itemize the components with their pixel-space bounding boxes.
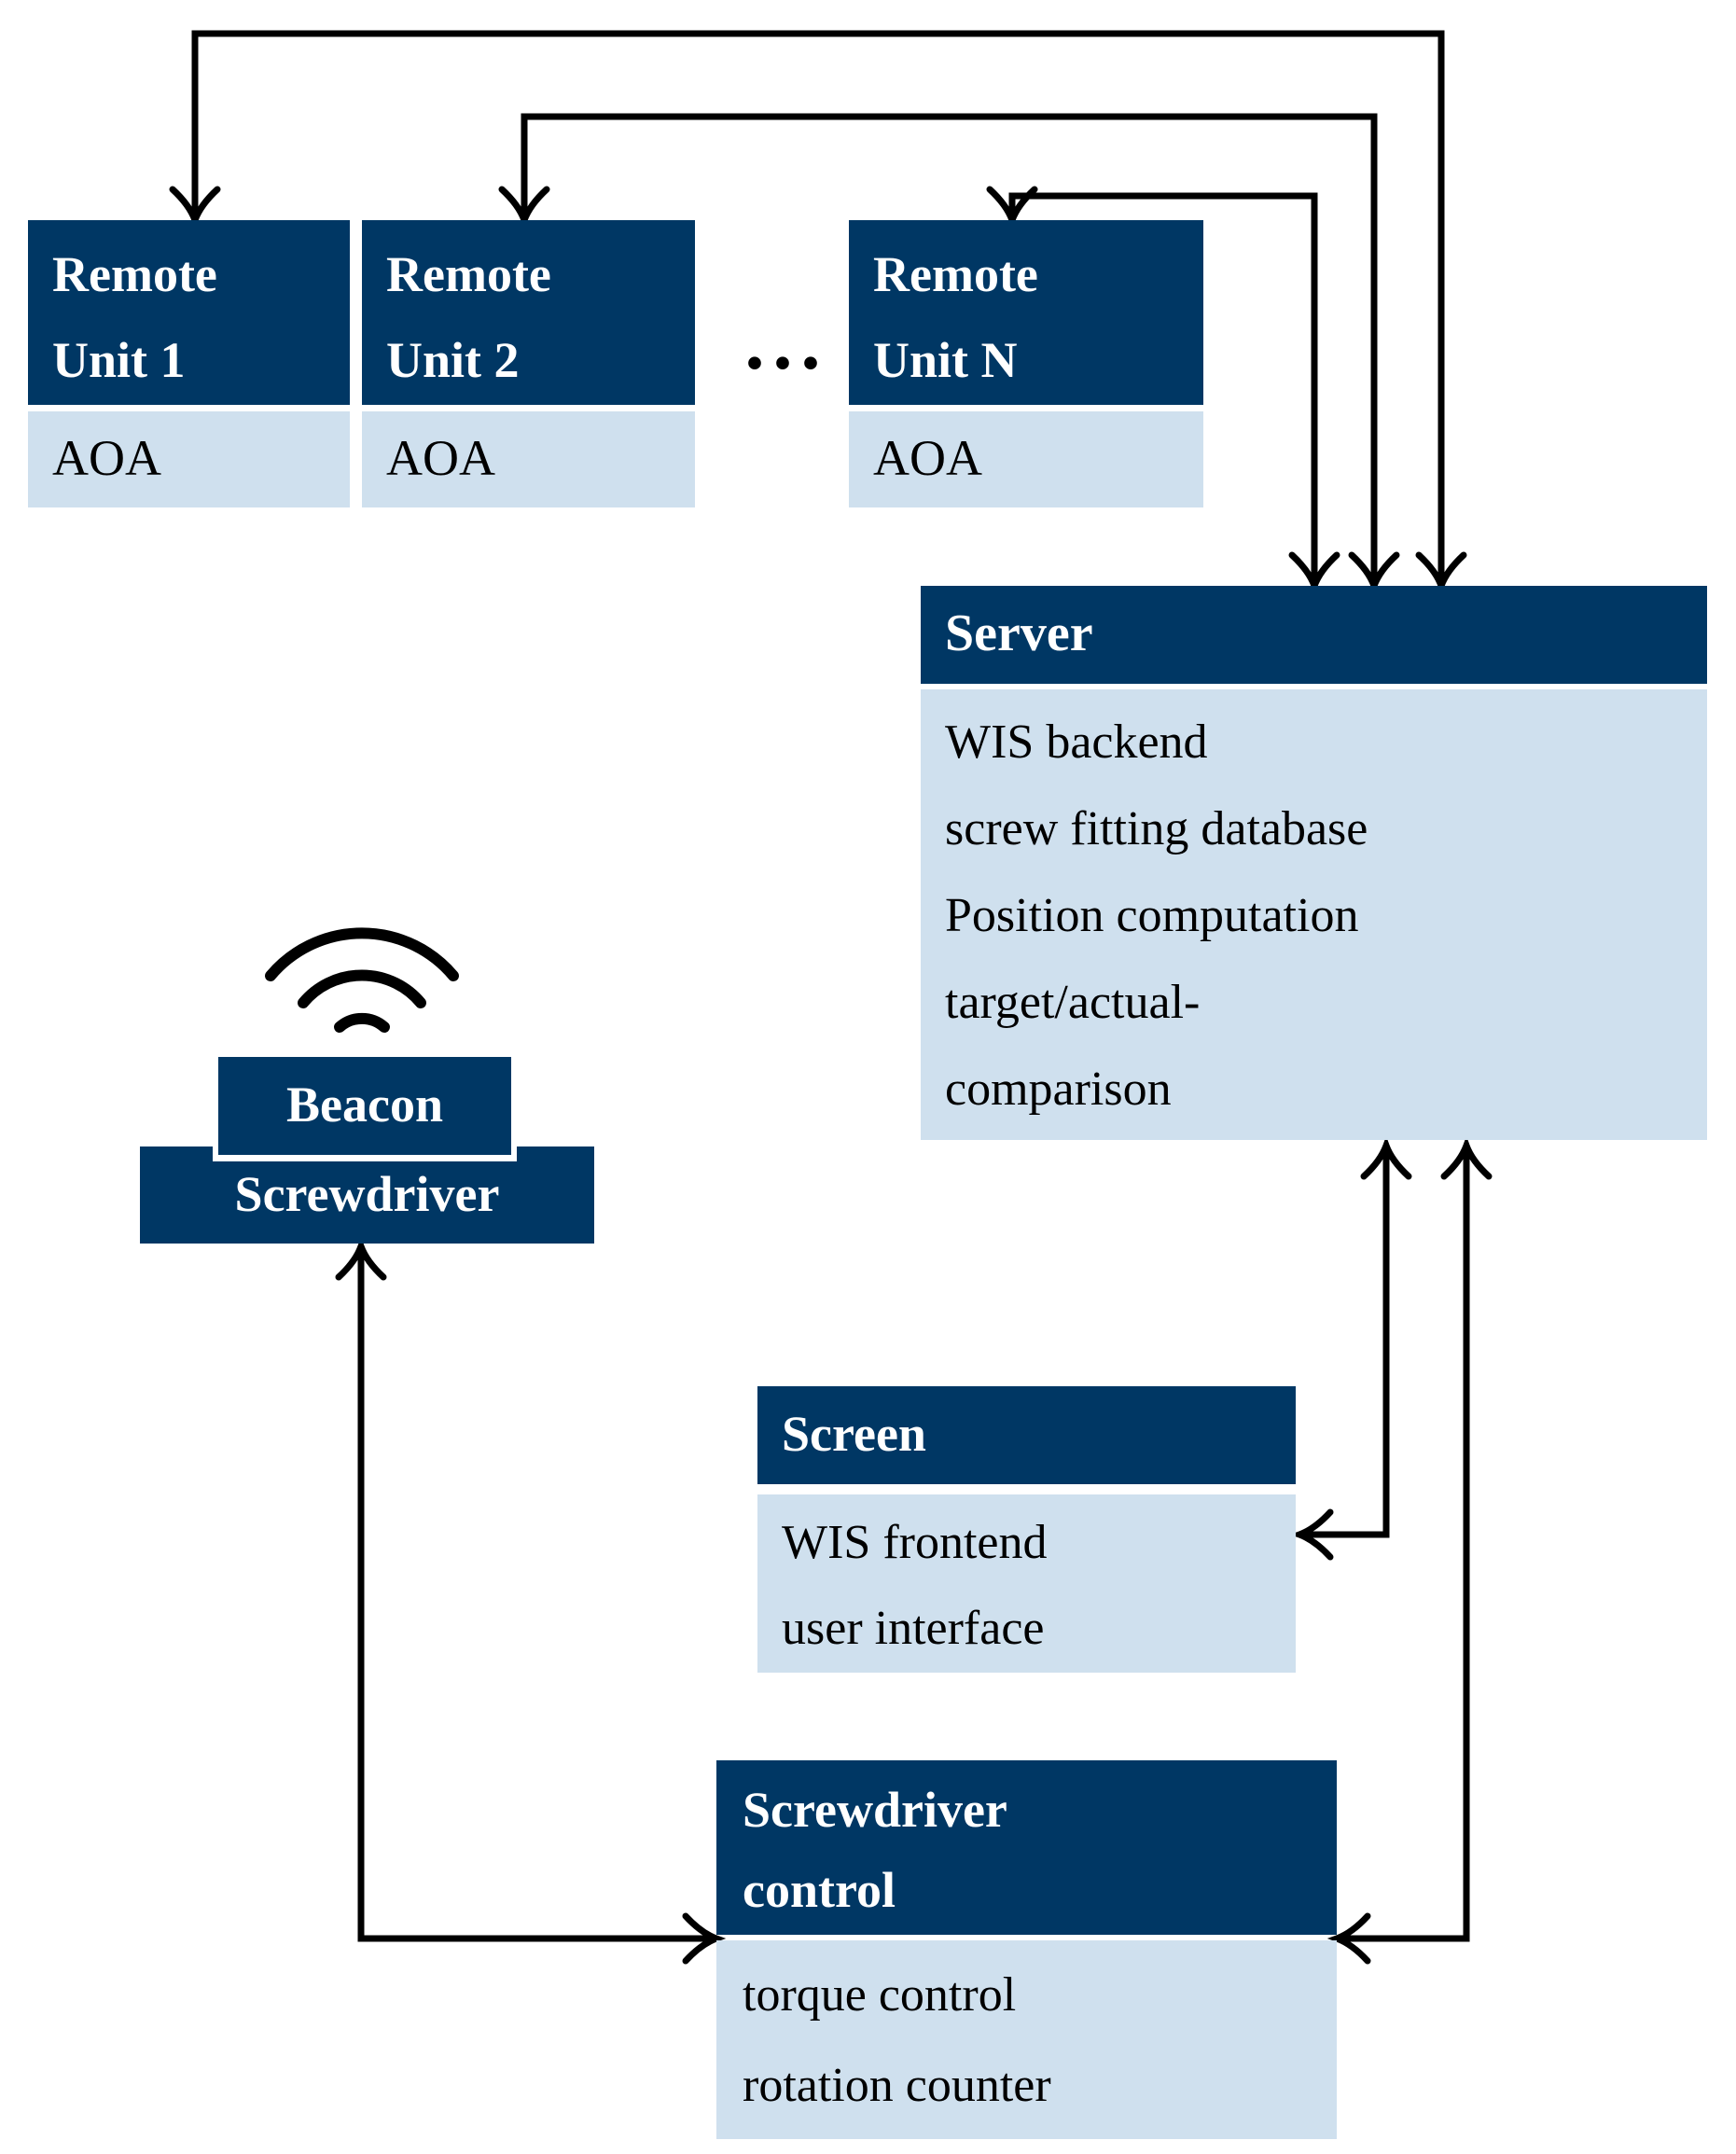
screen-body-line: user interface	[782, 1602, 1045, 1655]
screen-header: Screen	[757, 1386, 1296, 1484]
server-body-line: WIS backend	[945, 716, 1208, 769]
remote-unit-2-header: Remote Unit 2	[362, 220, 695, 405]
screwdriver-control-title-line2: control	[743, 1862, 896, 1918]
arrowhead-left-control	[1326, 1912, 1371, 1965]
edge-remote1-server	[191, 30, 1445, 580]
remote-unit-n-body: AOA	[849, 411, 1203, 507]
remote-units-ellipsis: ···	[741, 320, 826, 407]
remote-unit-n-header: Remote Unit N	[849, 220, 1203, 405]
edge-screen-server	[1303, 1151, 1390, 1538]
remote-unit-2-title-line1: Remote	[386, 246, 551, 302]
screwdriver-control-body-line: torque control	[743, 1968, 1017, 2022]
screen-body: WIS frontend user interface	[757, 1494, 1296, 1673]
wifi-icon	[265, 927, 459, 1033]
arrowhead-up-server-1	[1360, 1135, 1412, 1180]
remote-unit-1-body: AOA	[28, 411, 350, 507]
arrowhead-right-control	[682, 1912, 727, 1965]
remote-unit-2-title-line2: Unit 2	[386, 332, 520, 388]
arrowhead-up-screwdriver	[335, 1236, 387, 1281]
beacon-box: Beacon	[218, 1057, 511, 1155]
edge-remoteN-server	[1008, 192, 1318, 580]
screwdriver-control-body: torque control rotation counter	[716, 1940, 1337, 2139]
server-body: WIS backend screw fitting database Posit…	[921, 689, 1707, 1140]
beacon-box-outline: Beacon	[213, 1057, 517, 1161]
edge-remote2-server	[521, 113, 1378, 580]
server-body-line: comparison	[945, 1063, 1172, 1116]
server-header: Server	[921, 586, 1707, 684]
arrowhead-up-server-2	[1440, 1135, 1493, 1180]
server-body-line: target/actual-	[945, 976, 1201, 1029]
arrowhead-left-screen	[1289, 1508, 1334, 1561]
remote-unit-2-body: AOA	[362, 411, 695, 507]
remote-unit-n-title-line2: Unit N	[873, 332, 1018, 388]
screwdriver-control-body-line: rotation counter	[743, 2059, 1051, 2112]
screwdriver-box: Screwdriver	[140, 1146, 594, 1244]
remote-unit-1-title-line1: Remote	[52, 246, 217, 302]
screen-body-line: WIS frontend	[782, 1516, 1048, 1569]
remote-unit-1-header: Remote Unit 1	[28, 220, 350, 405]
remote-unit-1-title-line2: Unit 1	[52, 332, 186, 388]
remote-unit-n-title-line1: Remote	[873, 246, 1038, 302]
server-body-line: screw fitting database	[945, 802, 1368, 855]
screwdriver-control-header: Screwdriver control	[716, 1760, 1337, 1935]
screwdriver-control-title-line1: Screwdriver	[743, 1782, 1007, 1838]
server-body-line: Position computation	[945, 889, 1359, 942]
edge-beacon-control	[357, 1252, 711, 1942]
edge-control-server	[1340, 1151, 1470, 1942]
